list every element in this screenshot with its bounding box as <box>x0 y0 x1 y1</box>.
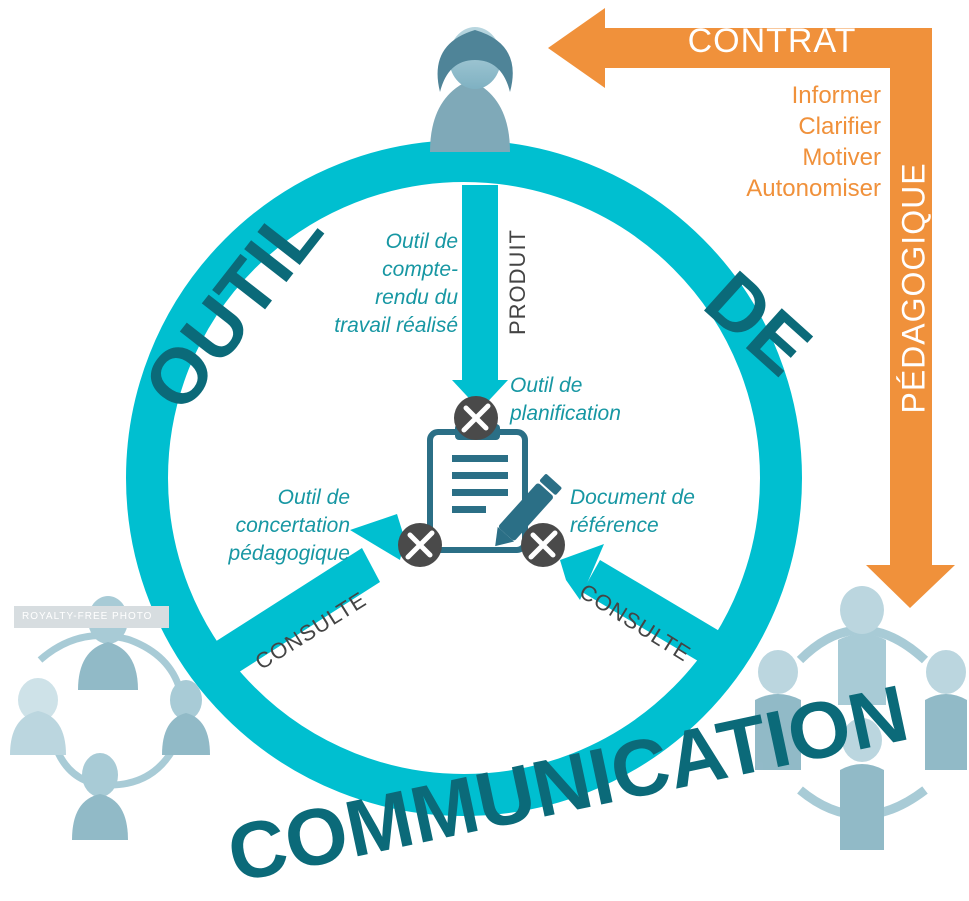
contract-item: Motiver <box>802 144 881 171</box>
contract-item: Autonomiser <box>746 175 881 202</box>
teacher-person-icon <box>430 27 513 152</box>
contract-title: CONTRAT <box>687 22 857 60</box>
spoke-label-produit: PRODUIT <box>505 229 530 335</box>
tool-label-line: concertation <box>235 514 350 537</box>
spoke-top <box>462 185 498 385</box>
tool-label-line: travail réalisé <box>334 314 458 337</box>
communication-ring <box>126 140 802 816</box>
tool-label-line: planification <box>510 402 621 425</box>
watermark: ROYALTY-FREE PHOTO <box>14 606 169 628</box>
tool-label-line: référence <box>570 514 659 537</box>
tool-label-line: compte- <box>382 258 458 281</box>
tool-label-compte-rendu: Outil de compte- rendu du travail réalis… <box>300 228 458 340</box>
diagram: ROYALTY-FREE PHOTO OUTIL DE COMMUNICATIO… <box>10 8 967 899</box>
contract-item: Clarifier <box>798 113 881 140</box>
tool-label-line: pédagogique <box>228 542 350 565</box>
contract-item: Informer <box>791 82 881 109</box>
contract-items: Informer Clarifier Motiver Autonomiser <box>746 80 881 204</box>
tool-label-concertation: Outil de concertation pédagogique <box>180 484 350 568</box>
tool-label-line: Document de <box>570 486 695 509</box>
contract-vertical-label: PÉDAGOGIQUE <box>895 162 932 414</box>
tools-icon-top <box>454 396 498 440</box>
tools-icon-right <box>521 523 565 567</box>
tool-label-line: Outil de <box>385 230 458 253</box>
tool-label-line: Outil de <box>510 374 583 397</box>
tools-icon-left <box>398 523 442 567</box>
diagram-graphics <box>10 8 967 850</box>
spoke-right <box>582 560 748 680</box>
spoke-left <box>196 548 380 688</box>
teachers-group-right-icon <box>755 586 967 850</box>
tool-label-document-reference: Document de référence <box>570 484 750 540</box>
spoke-top-arrowhead <box>452 380 508 410</box>
tool-label-line: rendu du <box>375 286 458 309</box>
spoke-right-arrowhead <box>560 544 604 600</box>
spoke-left-arrowhead <box>350 514 405 560</box>
tool-label-line: Outil de <box>277 486 350 509</box>
spokes <box>196 185 748 688</box>
contract-arrow <box>548 8 955 608</box>
tool-label-planification: Outil de planification <box>510 372 680 428</box>
